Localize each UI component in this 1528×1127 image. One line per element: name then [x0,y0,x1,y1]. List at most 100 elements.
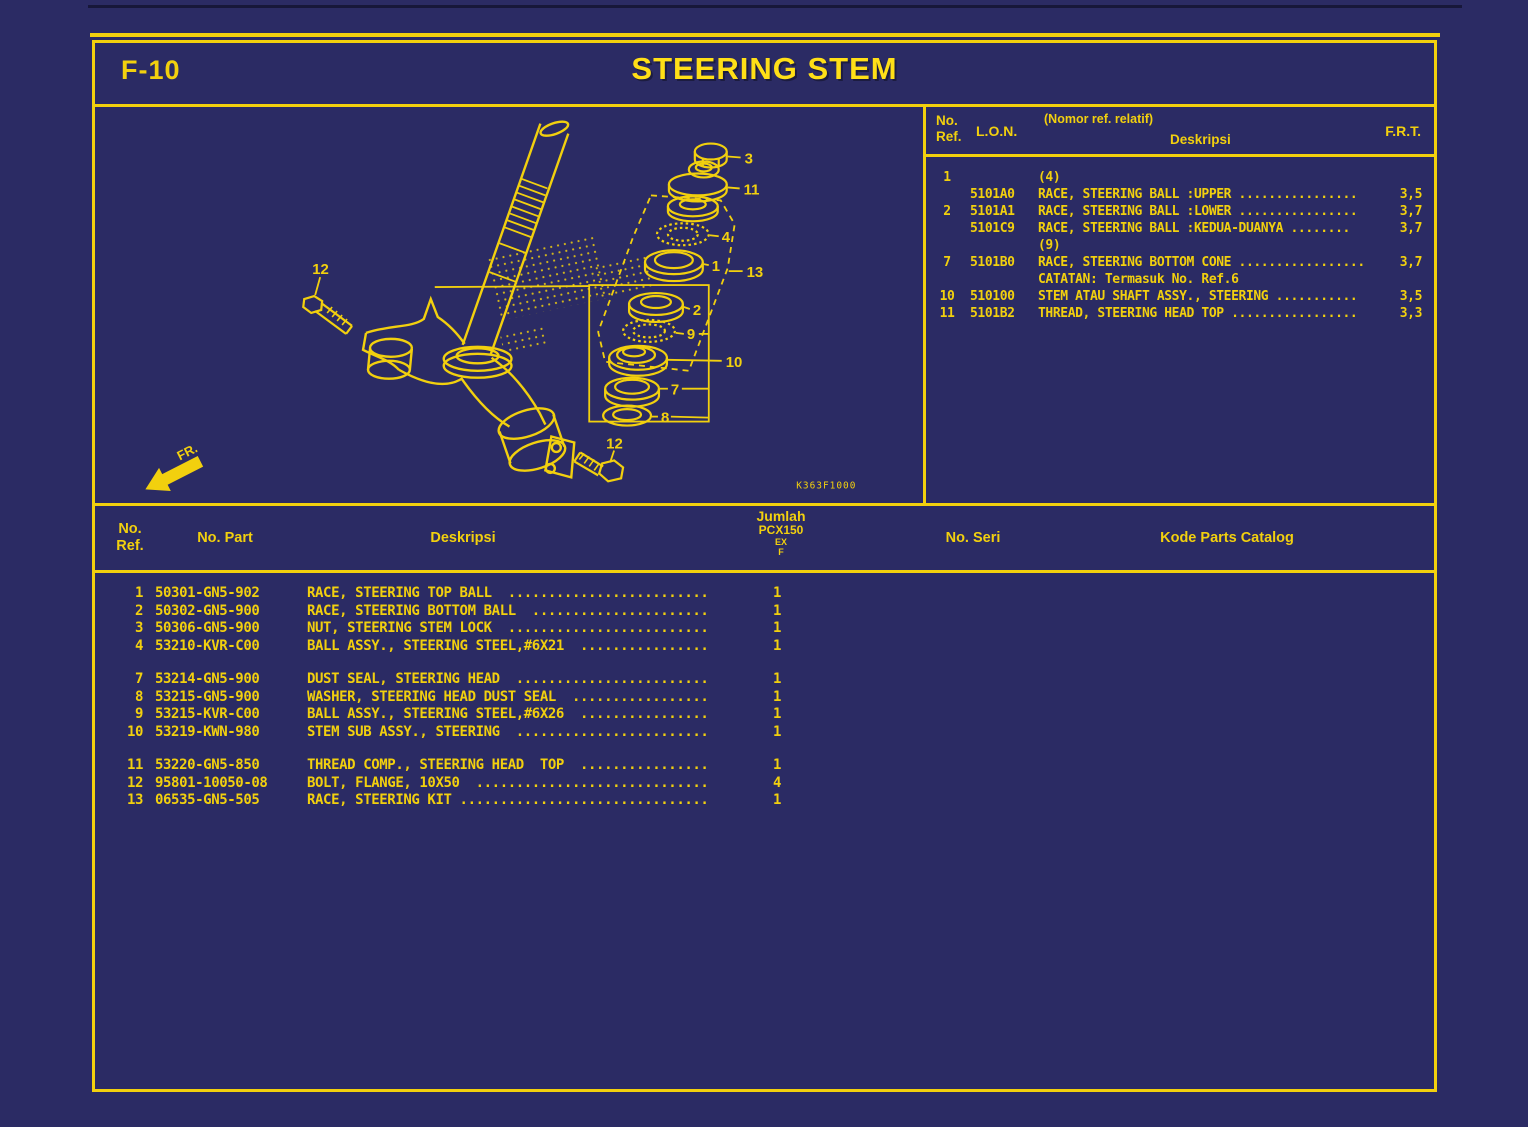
part-thread-11 [667,160,728,203]
parts-row-part: 53215-KVR-C00 [155,706,260,722]
parts-row-ref: 3 [134,620,143,636]
lower-bracket [361,295,576,479]
parts-row-part: 53220-GN5-850 [155,757,260,773]
lon-row-frt: 3,7 [1399,255,1423,270]
part-bolt-12-bottom [573,451,625,483]
parts-row-desc: BALL ASSY., STEERING STEEL,#6X21 .......… [307,637,709,654]
lon-row-desc: RACE, STEERING BALL :KEDUA-DUANYA ......… [1038,221,1350,236]
parts-row-qty: 1 [772,723,782,740]
callout-7: 7 [671,382,679,399]
parts-row-ref: 7 [134,671,143,687]
callout-11: 11 [744,181,760,198]
stipple-texture [486,235,655,356]
lon-row-lon: 5101B0 [970,255,1015,270]
lon-row-ref [932,220,962,237]
parts-row-ref: 1 [134,585,143,601]
lon-row-frt: 3,7 [1399,221,1423,236]
parts-row-ref: 2 [134,602,143,619]
page-code: F-10 [121,55,181,85]
callout-1: 1 [712,258,720,275]
page-top-dark-line [88,5,1462,8]
page-top-rule [90,33,1440,37]
parts-row: 8 53215-GN5-900 WASHER, STEERING HEAD DUST… [95,689,1434,707]
parts-row-part: 53215-GN5-900 [155,688,260,705]
steering-stem-diagram: 3 11 4 1 13 2 9 10 7 8 12 12 FR. [145,120,855,491]
parts-row-desc: WASHER, STEERING HEAD DUST SEAL ........… [307,688,709,705]
lon-col-deskripsi: Deskripsi [1170,132,1231,147]
lon-row-frt [1388,271,1422,288]
parts-row-qty: 1 [772,792,782,808]
lon-row-lon: 5101C9 [970,221,1015,236]
lon-col-lon: L.O.N. [976,123,1018,139]
leader-lines [314,155,743,463]
parts-row-part: 95801-10050-08 [155,774,268,791]
part-cone-10 [608,344,669,377]
parts-row-qty: 1 [772,757,782,773]
lon-row-ref: 11 [939,306,955,321]
parts-row-qty: 1 [772,706,782,722]
part-race-1 [643,249,704,283]
lon-row-desc: (9) [1038,238,1061,253]
catalog-frame: F-10 STEERING STEM [92,40,1437,1092]
title-band: F-10 STEERING STEM [95,43,1434,107]
parts-row-part: 53214-GN5-900 [155,671,260,687]
lon-row-lon [970,271,1026,288]
lon-row-desc: RACE, STEERING BALL :UPPER .............… [1038,187,1358,202]
lon-row-ref [932,237,962,254]
page-title: STEERING STEM [631,51,898,86]
callout-9: 9 [687,326,695,343]
parts-row-part: 53210-KVR-C00 [155,637,260,654]
part-ball-assy-4 [655,222,710,247]
parts-row: 11 53220-GN5-850 THREAD COMP., STEERING HE… [95,757,1434,775]
parts-row-qty: 1 [772,637,782,654]
lon-row-lon: 5101A1 [970,204,1015,219]
parts-row-desc: BALL ASSY., STEERING STEEL,#6X26 .......… [307,706,709,722]
parts-row-ref: 4 [134,637,143,654]
parts-col-no-part: No. Part [197,530,253,546]
lon-row-frt: 3,3 [1399,306,1423,321]
parts-row-part: 50302-GN5-900 [155,602,260,619]
front-direction-arrow: FR. [145,440,204,491]
lon-row-frt [1388,237,1422,254]
parts-row-qty: 1 [772,620,782,636]
callout-13: 13 [747,264,764,281]
callout-labels: 3 11 4 1 13 2 9 10 7 8 12 12 [312,151,763,453]
lon-row-ref: 7 [943,255,951,270]
lon-row-lon: 510100 [970,289,1015,304]
parts-row-ref: 11 [126,757,143,773]
parts-table-header: No. Ref. No. Part Deskripsi Jumlah PCX15… [95,503,1434,573]
parts-row-desc: THREAD COMP., STEERING HEAD TOP ........… [307,757,709,773]
lon-row-ref: 1 [943,170,951,185]
lon-row-lon [970,237,1026,254]
parts-row-qty: 1 [772,671,782,687]
lon-row-desc: (4) [1038,170,1061,185]
part-race-2 [627,291,684,324]
callout-3: 3 [745,151,753,168]
parts-row-desc: BOLT, FLANGE, 10X50 ....................… [307,774,709,791]
parts-row-qty: 1 [772,602,782,619]
parts-row: 4 53210-KVR-C00 BALL ASSY., STEERING STEEL… [95,638,1434,656]
lon-table-header: No. Ref. L.O.N. (Nomor ref. relatif) Des… [926,107,1434,157]
parts-row-ref: 8 [134,688,143,705]
lon-row: 5101C9 RACE, STEERING BALL :KEDUA-DUANYA … [926,220,1434,237]
parts-col-kode: Kode Parts Catalog [1160,530,1294,546]
part-dust-seal-7 [604,376,661,408]
parts-row-part: 50301-GN5-902 [155,585,260,601]
callout-12-left: 12 [312,261,329,278]
lon-row-desc: RACE, STEERING BOTTOM CONE .............… [1038,255,1365,270]
steering-shaft [442,120,570,379]
parts-row-desc: STEM SUB ASSY., STEERING ...............… [307,723,709,740]
lon-row-frt: 3,5 [1399,187,1423,202]
lon-row-ref: 2 [943,204,951,219]
upper-section: 3 11 4 1 13 2 9 10 7 8 12 12 FR. [95,107,1434,503]
